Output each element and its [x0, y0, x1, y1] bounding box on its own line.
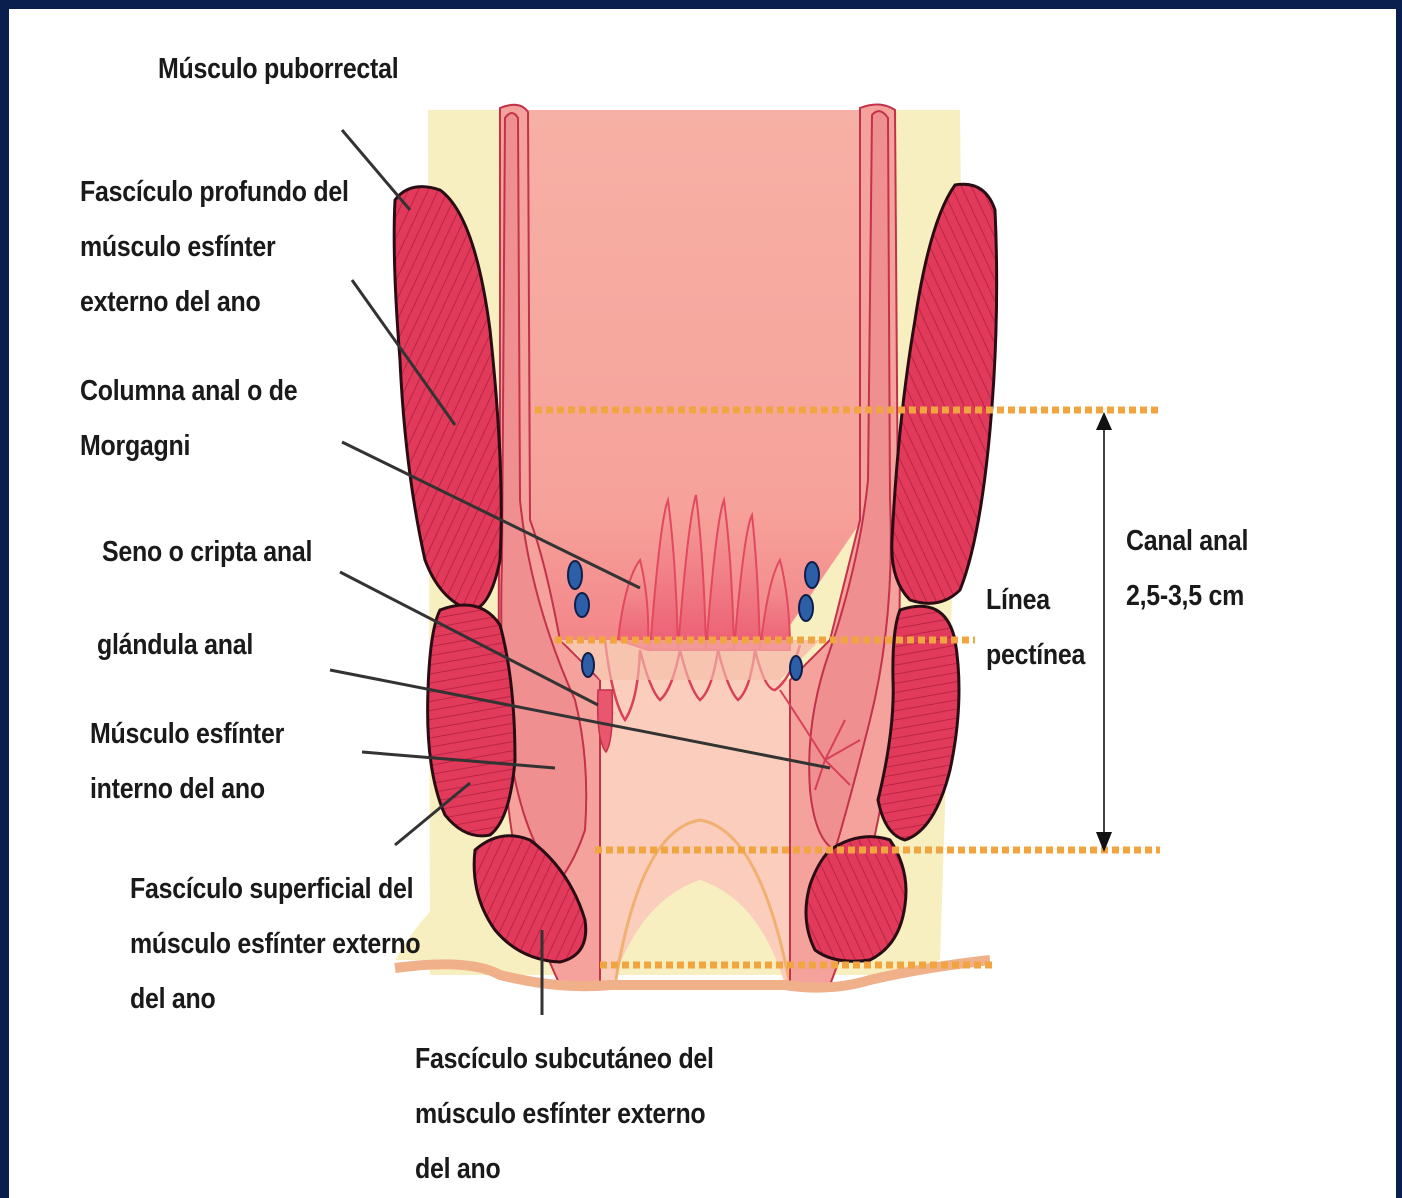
label-anal-canal-length: Canal anal 2,5-3,5 cm	[1126, 514, 1248, 624]
crypt-fill	[560, 640, 820, 680]
label-anal-column: Columna anal o de Morgagni	[80, 364, 297, 474]
label-superficial-external-sphincter: Fascículo superficial del músculo esfínt…	[130, 862, 420, 1027]
label-anal-gland: glándula anal	[97, 618, 253, 673]
label-subcutaneous-external-sphincter: Fascículo subcutáneo del músculo esfínte…	[415, 1032, 714, 1197]
pointer-puborrectal	[342, 130, 410, 210]
label-anal-sinus: Seno o cripta anal	[102, 525, 312, 580]
label-pectinate-line: Línea pectínea	[986, 573, 1085, 683]
label-puborrectal: Músculo puborrectal	[158, 42, 398, 97]
canal-length-arrow	[1096, 412, 1112, 852]
label-deep-external-sphincter: Fascículo profundo del músculo esfínter …	[80, 165, 349, 330]
label-internal-sphincter: Músculo esfínter interno del ano	[90, 707, 284, 817]
